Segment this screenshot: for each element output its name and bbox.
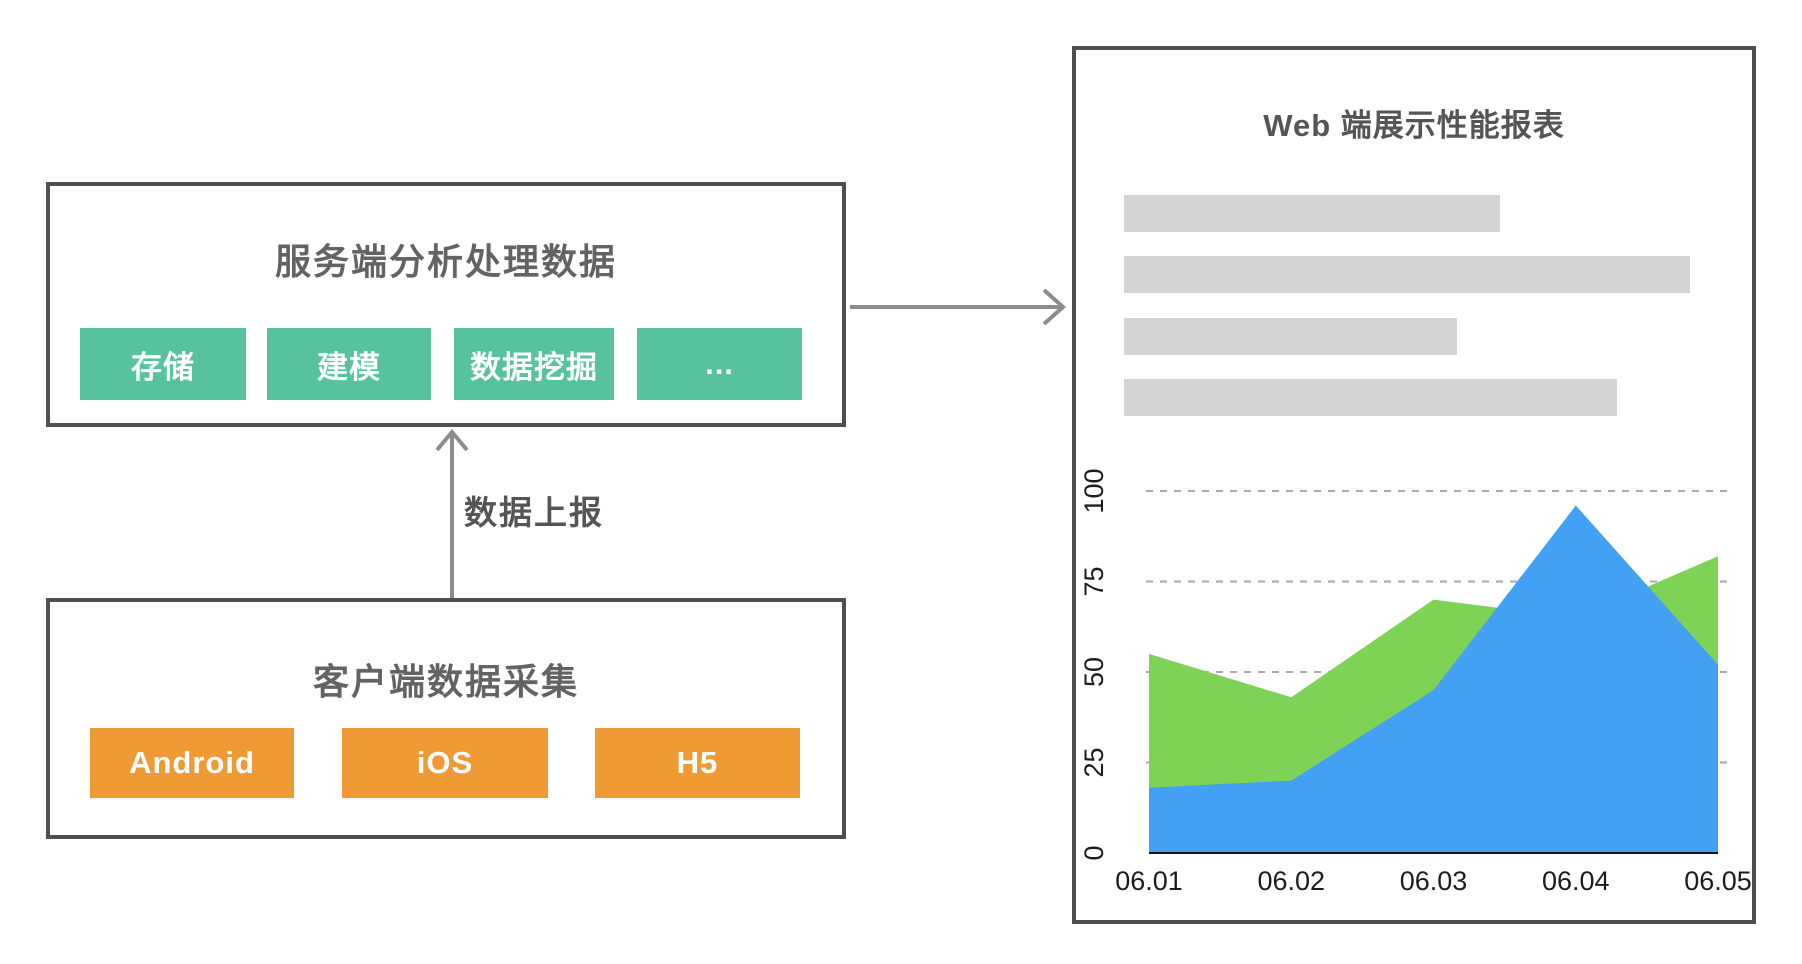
chip-ellipsis-label: ... xyxy=(705,346,734,381)
report-panel-title: Web 端展示性能报表 xyxy=(1263,108,1565,143)
placeholder-text-bar xyxy=(1124,318,1457,355)
chip-ellipsis: ... xyxy=(637,328,802,400)
chip-h5-label: H5 xyxy=(676,745,719,780)
y-tick-label: 25 xyxy=(1079,747,1109,777)
chip-ios: iOS xyxy=(342,728,548,798)
chip-h5: H5 xyxy=(595,728,800,798)
upload-arrow xyxy=(435,428,469,598)
chip-storage-label: 存储 xyxy=(131,349,195,385)
chip-data-mining-label: 数据挖掘 xyxy=(470,349,598,385)
x-tick-label: 06.01 xyxy=(1115,866,1183,896)
chip-storage: 存储 xyxy=(80,328,246,400)
y-tick-label: 100 xyxy=(1079,468,1109,513)
x-tick-label: 06.05 xyxy=(1684,866,1752,896)
web-report-panel: Web 端展示性能报表 0 25 50 75 100 06.01 06.02 06.03 06.… xyxy=(1072,46,1756,924)
x-tick-label: 06.02 xyxy=(1258,866,1326,896)
chip-modeling-label: 建模 xyxy=(317,349,381,385)
chip-data-mining: 数据挖掘 xyxy=(454,328,614,400)
client-box-title: 客户端数据采集 xyxy=(312,661,579,702)
client-collection-box: 客户端数据采集 Android iOS H5 xyxy=(46,598,846,839)
placeholder-text-bar xyxy=(1124,195,1500,232)
y-tick-label: 50 xyxy=(1079,657,1109,687)
server-processing-box: 服务端分析处理数据 存储 建模 数据挖掘 ... xyxy=(46,182,846,427)
chip-modeling: 建模 xyxy=(267,328,431,400)
report-arrow xyxy=(850,288,1066,326)
server-box-title: 服务端分析处理数据 xyxy=(274,241,617,282)
chip-android-label: Android xyxy=(129,745,255,780)
placeholder-text-bar xyxy=(1124,379,1617,416)
blue-area xyxy=(1149,505,1718,853)
y-tick-label: 0 xyxy=(1079,845,1109,860)
upload-arrow-label: 数据上报 xyxy=(464,494,604,531)
placeholder-text-bar xyxy=(1124,256,1690,293)
chip-ios-label: iOS xyxy=(416,745,474,780)
chip-android: Android xyxy=(90,728,294,798)
x-tick-label: 06.03 xyxy=(1400,866,1468,896)
performance-area-chart: 0 25 50 75 100 06.01 06.02 06.03 06.04 06.05 xyxy=(1079,468,1752,896)
x-tick-label: 06.04 xyxy=(1542,866,1610,896)
y-tick-label: 75 xyxy=(1079,566,1109,596)
